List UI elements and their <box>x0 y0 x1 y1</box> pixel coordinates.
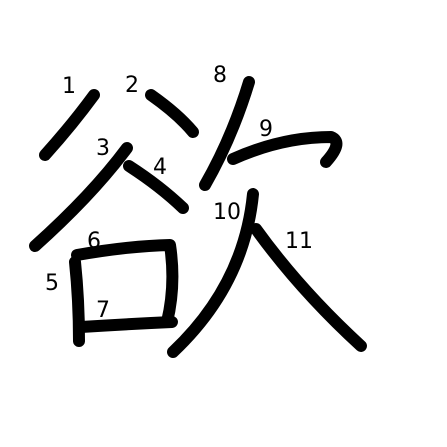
stroke-3 <box>29 142 133 252</box>
stroke-11 <box>250 223 367 352</box>
stroke-8 <box>199 76 255 191</box>
stroke-9 <box>227 131 343 168</box>
stroke-number-5: 5 <box>45 271 59 296</box>
stroke-number-1: 1 <box>62 74 76 99</box>
stroke-6 <box>71 239 179 328</box>
stroke-number-8: 8 <box>213 63 227 88</box>
stroke-number-11: 11 <box>285 229 313 254</box>
stroke-number-10: 10 <box>213 200 241 225</box>
stroke-number-2: 2 <box>125 73 139 98</box>
stroke-5 <box>69 256 85 347</box>
stroke-number-4: 4 <box>153 155 167 180</box>
stroke-number-6: 6 <box>87 229 101 254</box>
stroke-number-9: 9 <box>259 117 273 142</box>
stroke-7 <box>75 316 178 333</box>
stroke-number-7: 7 <box>96 298 110 323</box>
stroke-1 <box>39 89 100 161</box>
stroke-4 <box>123 160 189 214</box>
stroke-2 <box>145 89 199 138</box>
stroke-10 <box>167 188 259 358</box>
stroke-number-3: 3 <box>96 136 110 161</box>
